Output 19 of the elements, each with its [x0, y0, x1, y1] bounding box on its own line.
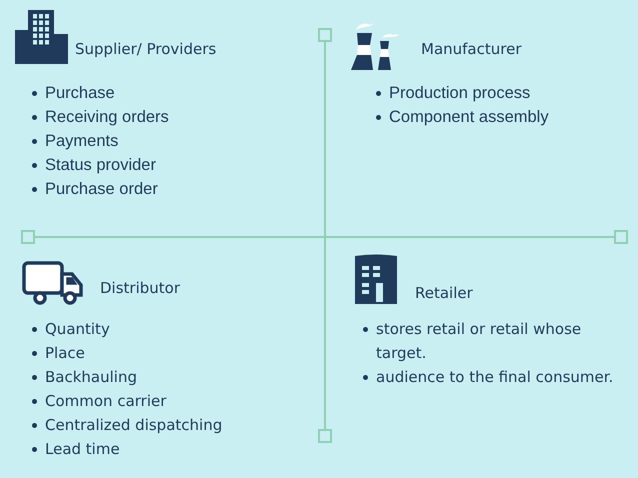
bullet-item: Lead time	[45, 439, 120, 460]
bullet-item: Receiving orders	[45, 107, 169, 128]
bullet-item: stores retail or retail whose target.	[376, 319, 582, 364]
section-heading: Retailer	[415, 283, 473, 303]
bullet-item: Purchase order	[45, 179, 158, 200]
section-heading: Distributor	[100, 278, 180, 298]
bullet-item: Production process	[389, 83, 530, 104]
bullet-item: Quantity	[45, 319, 110, 340]
bullet-item: Component assembly	[389, 107, 549, 128]
bullet-item: Common carrier	[45, 391, 166, 412]
bullet-item: Purchase	[45, 83, 115, 104]
bullet-item: Payments	[45, 131, 118, 152]
section-heading: Supplier/ Providers	[75, 39, 216, 59]
bullet-item: audience to the final consumer.	[376, 367, 614, 388]
bullet-item: Status provider	[45, 155, 156, 176]
bullet-item: Centralized dispatching	[45, 415, 222, 436]
section-heading: Manufacturer	[421, 39, 522, 59]
bullet-item: Place	[45, 343, 85, 364]
bullet-item: Backhauling	[45, 367, 137, 388]
